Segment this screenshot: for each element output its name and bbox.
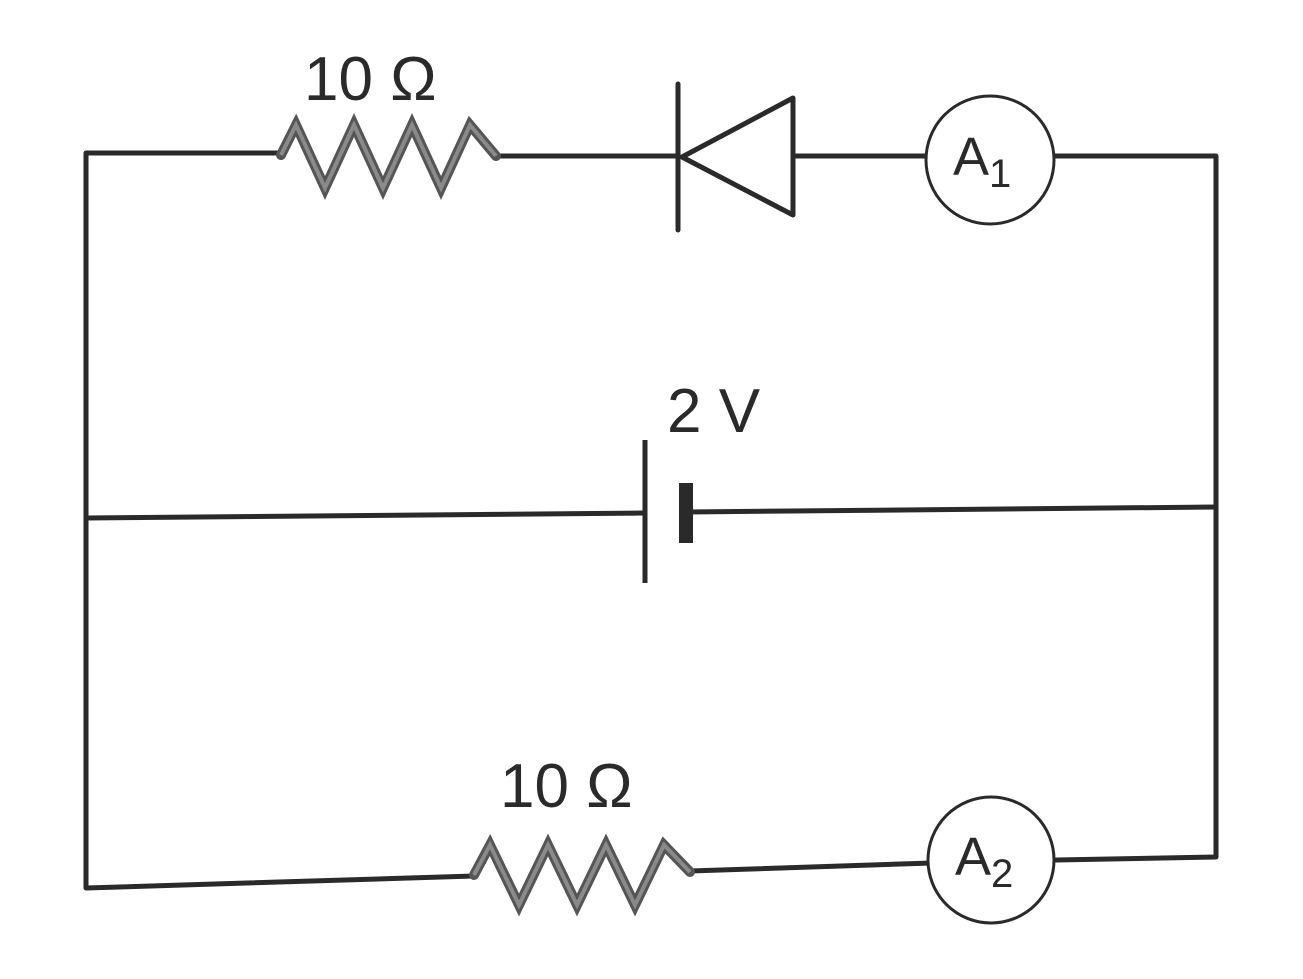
diode-triangle [679, 95, 796, 218]
ammeter-a1-label: A1 [953, 127, 1011, 196]
battery-left-wire [83, 510, 646, 521]
battery-label: 2 V [667, 377, 761, 446]
top-resistor [276, 113, 501, 200]
battery-cell [642, 440, 693, 583]
bottom-resistor-label: 10 Ω [500, 752, 633, 821]
top-resistor-label: 10 Ω [304, 45, 437, 114]
ammeter-a2-circle [926, 795, 1056, 925]
battery-right-wire [683, 504, 1219, 515]
ammeter-a2-label: A2 [955, 827, 1013, 896]
diode [675, 81, 796, 233]
top-left-wire [83, 150, 477, 891]
bottom-wire-resistor-to-ammeter [687, 860, 935, 874]
ammeter-a1-circle [924, 94, 1056, 226]
bottom-resistor [469, 833, 695, 917]
ammeter-a2: A2 [926, 795, 1056, 925]
ammeter-a1: A1 [924, 94, 1056, 226]
